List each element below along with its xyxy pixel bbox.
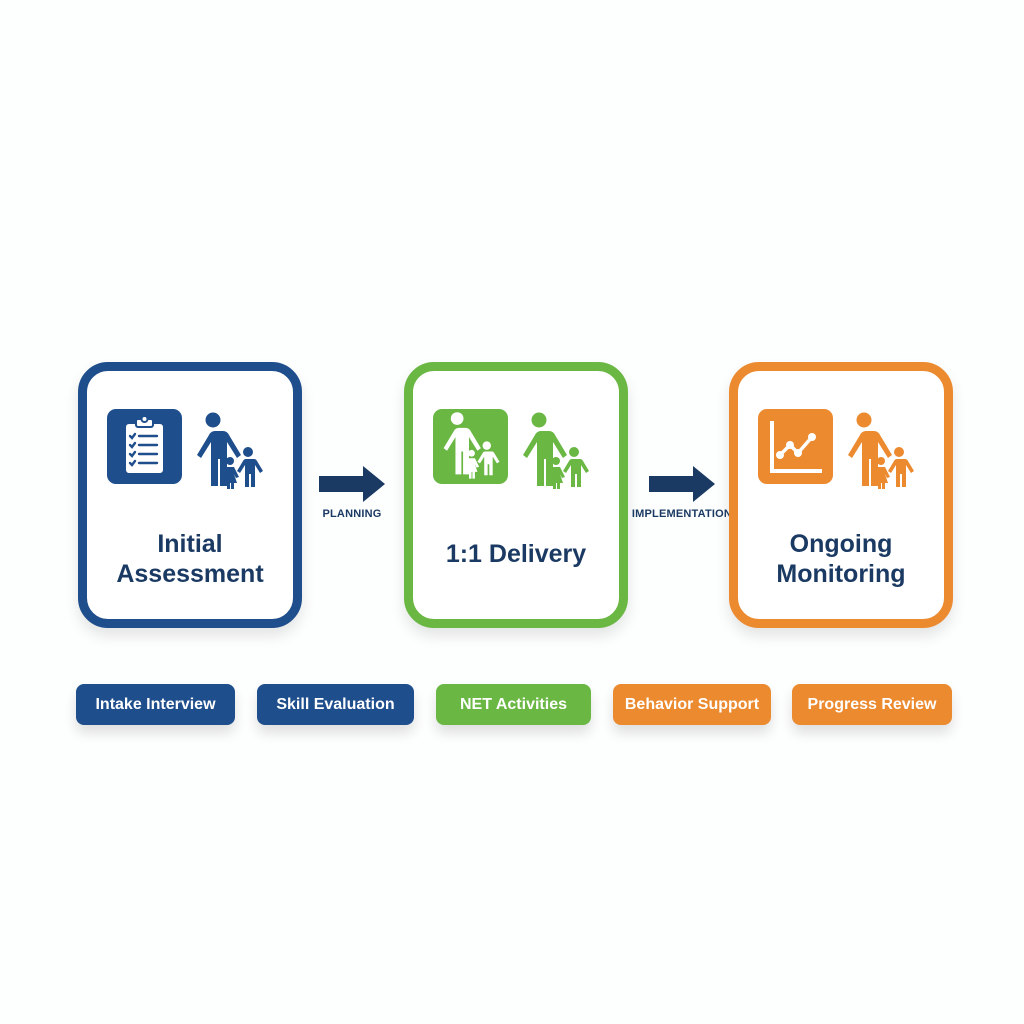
chip-intake-interview[interactable]: Intake Interview xyxy=(76,684,235,725)
stage-title: Ongoing Monitoring xyxy=(738,529,944,589)
connector-label: IMPLEMENTATION xyxy=(631,508,733,520)
connector-planning: PLANNING xyxy=(312,466,392,520)
stage-icons xyxy=(433,409,603,489)
chip-progress-review[interactable]: Progress Review xyxy=(792,684,952,725)
stage-title-line2: Assessment xyxy=(116,560,264,588)
chip-skill-evaluation[interactable]: Skill Evaluation xyxy=(257,684,414,725)
stage-icons xyxy=(107,409,277,489)
chip-net-activities[interactable]: NET Activities xyxy=(436,684,591,725)
line-chart-icon xyxy=(758,409,833,484)
stage-title-line2: Monitoring xyxy=(776,560,906,588)
stage-card-1-1-delivery: 1:1 Delivery xyxy=(404,362,628,628)
arrow-right-icon xyxy=(649,466,715,502)
stage-icons xyxy=(758,409,928,489)
family-icon xyxy=(515,411,593,489)
stage-title-line1: Ongoing xyxy=(789,530,893,558)
arrow-right-icon xyxy=(319,466,385,502)
chip-behavior-support[interactable]: Behavior Support xyxy=(613,684,771,725)
connector-label: PLANNING xyxy=(322,508,382,520)
stage-card-initial-assessment: Initial Assessment xyxy=(78,362,302,628)
family-tile-icon xyxy=(433,409,508,484)
stage-title: Initial Assessment xyxy=(87,529,293,589)
stage-title-line1: 1:1 Delivery xyxy=(445,540,587,568)
stage-card-ongoing-monitoring: Ongoing Monitoring xyxy=(729,362,953,628)
stage-title: 1:1 Delivery xyxy=(413,539,619,569)
family-icon xyxy=(189,411,267,489)
stage-title-line1: Initial xyxy=(157,530,223,558)
family-icon xyxy=(840,411,918,489)
clipboard-checklist-icon xyxy=(107,409,182,484)
connector-implementation: IMPLEMENTATION xyxy=(624,466,740,520)
